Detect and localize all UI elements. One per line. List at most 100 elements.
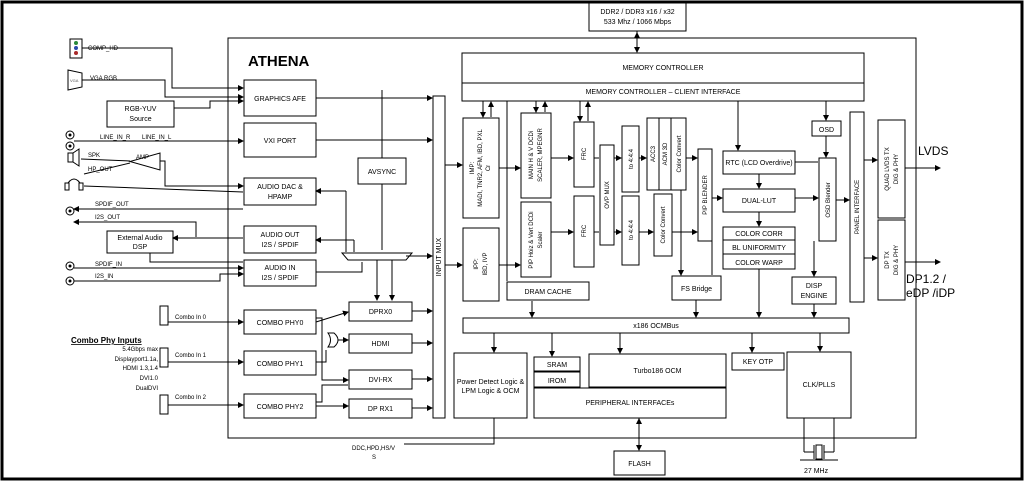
- svg-text:AVSYNC: AVSYNC: [368, 169, 396, 176]
- dvi-rx: DVI-RX: [348, 369, 413, 390]
- or-gate: [327, 332, 339, 348]
- svg-text:Displayport1.1a,: Displayport1.1a,: [115, 357, 159, 363]
- svg-text:OSD Blender: OSD Blender: [826, 182, 832, 217]
- svg-text:Cr: Cr: [486, 165, 492, 171]
- svg-text:FS Bridge: FS Bridge: [681, 286, 712, 293]
- svg-text:COMBO PHY2: COMBO PHY2: [257, 404, 304, 411]
- i2s-out-label: I2S_OUT: [95, 215, 120, 221]
- graphics-afe: GRAPHICS AFE: [243, 79, 317, 117]
- vga-connector-icon: VGA: [67, 69, 83, 91]
- svg-text:AUDIO IN: AUDIO IN: [264, 265, 295, 272]
- svg-text:HPAMP: HPAMP: [268, 194, 293, 201]
- headphone-icon: [64, 178, 84, 191]
- disp-engine: DISP ENGINE: [791, 276, 837, 305]
- panel-interface: PANEL INTERFACE: [849, 111, 865, 303]
- svg-text:DIG & PHY: DIG & PHY: [894, 154, 900, 184]
- osd-blender: OSD Blender: [818, 157, 837, 242]
- spk-label: SPK: [88, 153, 100, 159]
- color-convert-pip: Color Convert: [653, 193, 673, 257]
- memory-client-interface: MEMORY CONTROLLER – CLIENT INTERFACE: [461, 82, 865, 102]
- svg-text:RTC (LCD Overdrive): RTC (LCD Overdrive): [725, 160, 792, 167]
- ovp-mux: OVP MUX: [599, 144, 615, 246]
- dp-rx1: DP RX1: [348, 398, 413, 419]
- quad-lvds-tx: QUAD LVDS TX DIG & PHY: [877, 119, 906, 219]
- svg-text:DP TX: DP TX: [885, 251, 891, 268]
- combo-in-2-connector-icon: [159, 394, 169, 415]
- imp-block: IMP: MADI, TNR2, AFM, IBD, PXL Cr: [462, 117, 500, 219]
- ddc-label-1: DDC,HPD,HS/V: [352, 446, 395, 452]
- svg-text:OVP MUX: OVP MUX: [605, 181, 611, 209]
- acm-3d: ACM 3D: [658, 117, 672, 191]
- turbo186-ocm: Turbo186 OCM: [588, 353, 727, 388]
- svg-text:AUDIO DAC &: AUDIO DAC &: [257, 184, 303, 191]
- ddr-block: DDR2 / DDR3 x16 / x32 533 Mhz / 1066 Mbp…: [588, 2, 687, 32]
- svg-text:Color Convert: Color Convert: [661, 206, 667, 243]
- key-otp: KEY OTP: [731, 352, 785, 371]
- peripheral-interfaces: PERIPHERAL INTERFACEs: [533, 387, 727, 419]
- svg-text:DISP: DISP: [806, 283, 823, 290]
- combo-phy1: COMBO PHY1: [243, 350, 317, 376]
- color-convert-main: Color Convert: [670, 117, 687, 191]
- svg-text:I2S / SPDIF: I2S / SPDIF: [262, 275, 299, 282]
- svg-text:DSP: DSP: [133, 244, 148, 251]
- comp-hd-connector-icon: [69, 38, 83, 59]
- dual-lut: DUAL-LUT: [722, 188, 796, 213]
- svg-text:5.4Gbps max: 5.4Gbps max: [122, 347, 158, 353]
- svg-text:DDR2 / DDR3 x16 / x32: DDR2 / DDR3 x16 / x32: [600, 9, 674, 16]
- svg-text:RGB-YUV: RGB-YUV: [125, 106, 157, 113]
- ipp-block: IPP: IBD, IVP: [462, 227, 500, 302]
- line-in-jack-icon: [65, 130, 75, 151]
- svg-text:BL UNIFORMITY: BL UNIFORMITY: [732, 245, 786, 252]
- memory-controller: MEMORY CONTROLLER: [461, 52, 865, 84]
- svg-text:AMP: AMP: [136, 155, 149, 161]
- svg-text:Source: Source: [129, 116, 151, 123]
- svg-text:DPRX0: DPRX0: [369, 309, 392, 316]
- irom: IROM: [533, 371, 581, 388]
- comp-hd-label: COMP_HD: [88, 46, 119, 52]
- osd: OSD: [811, 120, 842, 137]
- svg-text:I2S / SPDIF: I2S / SPDIF: [262, 242, 299, 249]
- svg-text:DIG & PHY: DIG & PHY: [894, 245, 900, 275]
- svg-text:Combo Phy Inputs: Combo Phy Inputs: [71, 336, 142, 345]
- svg-text:IPP:: IPP:: [474, 258, 480, 270]
- svg-text:DP RX1: DP RX1: [368, 406, 393, 413]
- svg-text:FRC: FRC: [582, 147, 588, 160]
- rgb-yuv-source: RGB-YUV Source: [106, 100, 175, 128]
- chip-title: ATHENA: [248, 53, 310, 70]
- rtc-lcd-overdrive: RTC (LCD Overdrive): [722, 150, 796, 175]
- svg-text:IROM: IROM: [548, 378, 566, 385]
- svg-text:CLK/PLLS: CLK/PLLS: [803, 382, 836, 389]
- svg-text:DVI1.0: DVI1.0: [140, 376, 159, 382]
- dram-cache: DRAM CACHE: [506, 281, 590, 301]
- frc-main: FRC: [573, 121, 595, 188]
- svg-text:to 4:4:4: to 4:4:4: [629, 219, 635, 240]
- flash: FLASH: [613, 450, 666, 476]
- power-detect-logic: Power Detect Logic & LPM Logic & OCM: [453, 352, 528, 419]
- input-mux: INPUT MUX: [432, 95, 446, 419]
- external-audio-dsp: External Audio DSP: [106, 230, 174, 254]
- svg-text:Power Detect Logic &: Power Detect Logic &: [457, 379, 525, 386]
- acc3: ACC3: [646, 117, 660, 191]
- avsync: AVSYNC: [357, 157, 407, 185]
- to-444-main: to 4:4:4: [621, 125, 640, 193]
- svg-text:MADI, TNR2, AFM, IBD, PXL: MADI, TNR2, AFM, IBD, PXL: [478, 129, 484, 207]
- svg-text:GRAPHICS AFE: GRAPHICS AFE: [254, 96, 306, 103]
- svg-text:MEMORY CONTROLLER – CLIENT IN: MEMORY CONTROLLER – CLIENT INTERFACE: [586, 89, 741, 96]
- vga-rgb-label: VGA RGB: [90, 76, 117, 82]
- combo-phy-spec: Combo Phy Inputs 5.4Gbps max Displayport…: [71, 336, 159, 392]
- svg-text:SCALER, MPEGNR: SCALER, MPEGNR: [538, 127, 544, 181]
- spdif-in-label: SPDIF_IN: [95, 262, 122, 268]
- dp-output-label-2: eDP /iDP: [906, 286, 955, 300]
- clk-plls: CLK/PLLS: [786, 351, 852, 419]
- audio-mux: [340, 252, 414, 261]
- svg-text:DVI-RX: DVI-RX: [369, 377, 393, 384]
- svg-text:PIP BLENDER: PIP BLENDER: [703, 175, 709, 215]
- svg-text:LPM Logic & OCM: LPM Logic & OCM: [462, 388, 520, 395]
- svg-text:COLOR CORR: COLOR CORR: [735, 231, 782, 238]
- combo-phy2: COMBO PHY2: [243, 393, 317, 419]
- svg-text:PERIPHERAL INTERFACEs: PERIPHERAL INTERFACEs: [586, 400, 675, 407]
- svg-text:DUAL-LUT: DUAL-LUT: [742, 198, 777, 205]
- svg-text:Turbo186 OCM: Turbo186 OCM: [634, 368, 682, 375]
- svg-text:MEMORY CONTROLLER: MEMORY CONTROLLER: [622, 65, 703, 72]
- dp-tx: DP TX DIG & PHY: [877, 219, 906, 301]
